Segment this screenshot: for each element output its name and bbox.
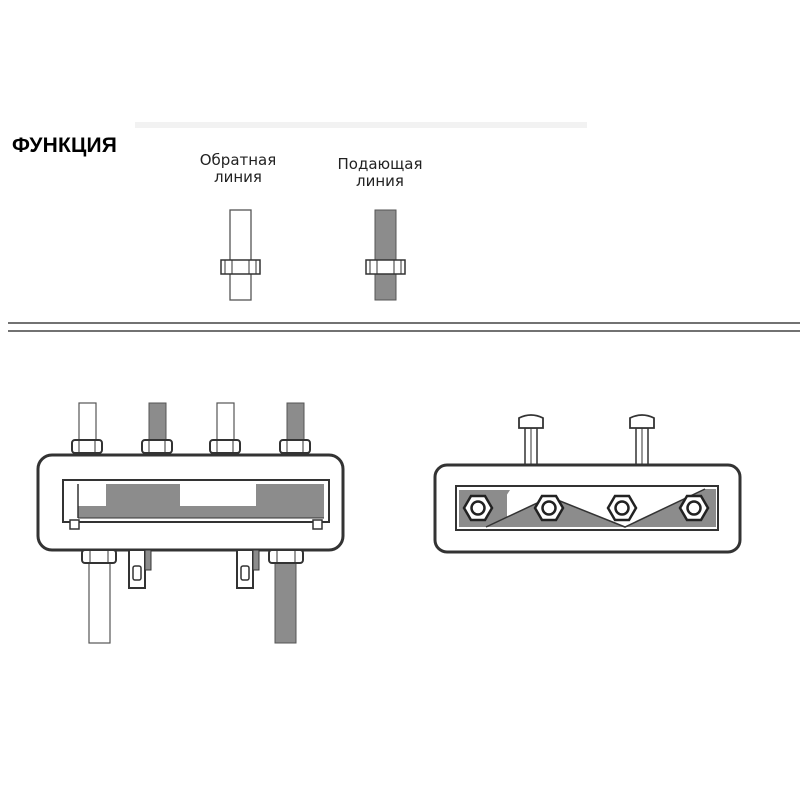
function-heading: ФУНКЦИЯ bbox=[12, 134, 118, 157]
supply-line-label-line1: Подающая bbox=[337, 155, 423, 173]
mounting-bracket-right bbox=[236, 549, 260, 589]
legend-supply-pipe bbox=[365, 209, 406, 301]
manifold-top-view bbox=[433, 414, 742, 554]
return-line-label: Обратная линия bbox=[163, 152, 313, 186]
return-line-label-line2: линия bbox=[214, 168, 262, 186]
mounting-bracket-left bbox=[128, 549, 152, 589]
header-shade-bar bbox=[135, 122, 587, 128]
supply-line-label-line2: линия bbox=[356, 172, 404, 190]
supply-line-label: Подающая линия bbox=[305, 156, 455, 190]
manifold-front-view bbox=[36, 402, 345, 644]
return-line-label-line1: Обратная bbox=[199, 151, 277, 169]
air-vent-valve-left bbox=[518, 414, 544, 467]
air-vent-valve-right bbox=[629, 414, 655, 467]
legend-return-pipe bbox=[220, 209, 261, 301]
